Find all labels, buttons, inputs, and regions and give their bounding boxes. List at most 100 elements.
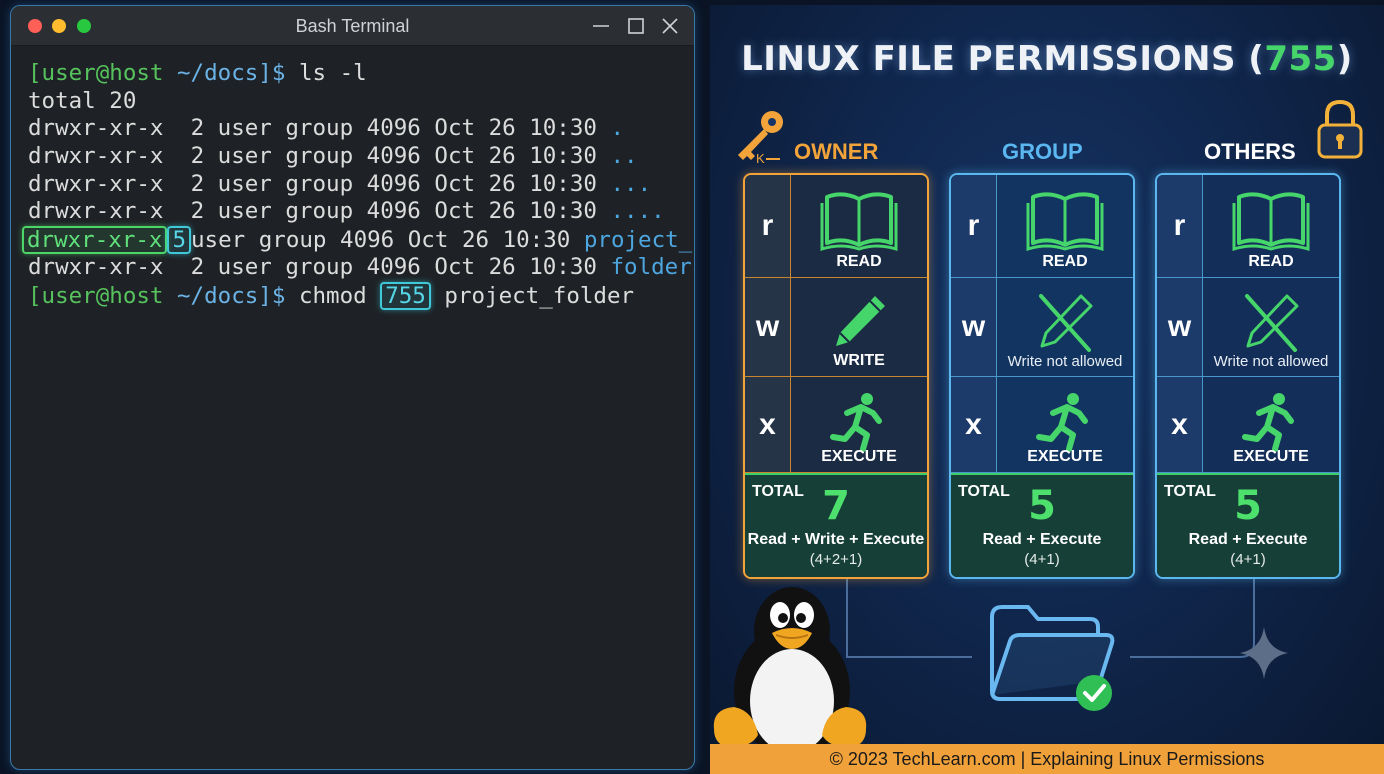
write-row: w Write not allowed [1157, 278, 1339, 377]
entry-name: project_ [583, 227, 693, 254]
title-bar: Bash Terminal [11, 6, 694, 46]
book-icon [1203, 189, 1339, 251]
listing-row: drwxr-xr-x 2 user group 4096 Oct 26 10:3… [28, 115, 690, 143]
row-details: user group 4096 Oct 26 10:30 [217, 253, 597, 280]
prompt-path: ~/docs]$ [177, 60, 286, 86]
permission-letter: w [951, 278, 997, 376]
entry-name: .. [610, 143, 638, 170]
footer-credit: © 2023 TechLearn.com | Explaining Linux … [710, 744, 1384, 774]
entry-name: . [610, 115, 625, 142]
total-sum: (4+1) [1024, 551, 1060, 568]
execute-row: x EXECUTE [1157, 377, 1339, 473]
permission-label: READ [1248, 253, 1294, 270]
title-suffix: ) [1336, 39, 1353, 79]
total-value: 7 [822, 483, 850, 529]
total-value: 5 [1234, 483, 1262, 529]
entry-name: .... [610, 198, 665, 225]
total-value: 5 [1028, 483, 1056, 529]
permission-label: WRITE [833, 352, 885, 369]
minimize-icon[interactable] [589, 14, 613, 38]
permission-letter: r [951, 175, 997, 277]
others-heading: OTHERS [1204, 139, 1296, 164]
permission-label: EXECUTE [1027, 448, 1103, 465]
total-box: TOTAL 5 Read + Execute (4+1) [1157, 473, 1339, 577]
book-icon [791, 189, 927, 251]
permission-letter: x [951, 377, 997, 472]
total-label: TOTAL [752, 483, 804, 500]
pencil-crossed-icon [1203, 292, 1339, 354]
row-details: user group 4096 Oct 26 10:30 [191, 227, 571, 254]
group-card: r READ w Write not allowed x EXECUTE TOT… [949, 173, 1135, 579]
running-person-icon [997, 391, 1133, 453]
listing-row: drwxr-xr-x 2 user group 4096 Oct 26 10:3… [28, 143, 690, 171]
minimize-dot-button[interactable] [52, 19, 66, 33]
perms: drwxr-xr-x [28, 170, 164, 197]
owner-card: r READ w WRITE x EXECUTE TOTAL 7 Read + … [743, 173, 929, 579]
link-count-highlight: 5 [167, 226, 192, 255]
listing-row: drwxr-xr-x 2 user group 4096 Oct 26 10:3… [28, 171, 690, 199]
row-details: user group 4096 Oct 26 10:30 [217, 198, 597, 225]
prompt-user: [user@host [28, 282, 164, 309]
book-icon [997, 189, 1133, 251]
total-box: TOTAL 5 Read + Execute (4+1) [951, 473, 1133, 577]
permission-label: EXECUTE [821, 448, 897, 465]
perms: drwxr-xr-x [28, 143, 164, 170]
close-dot-button[interactable] [28, 19, 42, 33]
permission-letter: r [1157, 175, 1203, 277]
title-number: 755 [1264, 39, 1337, 79]
permission-label: Write not allowed [1007, 353, 1123, 370]
read-row: r READ [745, 175, 927, 278]
mode-highlight: 755 [380, 281, 431, 310]
link-count: 2 [190, 253, 205, 280]
read-row: r READ [1157, 175, 1339, 278]
total-sum: (4+2+1) [809, 551, 863, 568]
command-text: ls -l [298, 60, 367, 86]
row-details: user group 4096 Oct 26 10:30 [217, 143, 597, 170]
zoom-dot-button[interactable] [77, 19, 91, 33]
permission-letter: r [745, 175, 791, 277]
prompt-user: [user@host [28, 60, 164, 86]
title-prefix: LINUX FILE PERMISSIONS ( [741, 39, 1265, 79]
link-count: 2 [190, 143, 205, 170]
permission-label: EXECUTE [1233, 448, 1309, 465]
link-count: 2 [190, 170, 205, 197]
key-icon: K [738, 111, 783, 166]
sparkle-icon [1240, 627, 1288, 679]
permission-label: Write not allowed [1213, 353, 1329, 370]
execute-row: x EXECUTE [745, 377, 927, 473]
key-letter: K [756, 151, 765, 166]
command-name: chmod [298, 282, 367, 309]
command-target: project_folder [444, 282, 635, 309]
group-heading: GROUP [1002, 139, 1083, 164]
row-details: user group 4096 Oct 26 10:30 [217, 170, 597, 197]
running-person-icon [1203, 391, 1339, 453]
permission-label: READ [836, 253, 882, 270]
terminal-output[interactable]: [user@host ~/docs]$ ls -l total 20 drwxr… [22, 60, 693, 765]
execute-row: x EXECUTE [951, 377, 1133, 473]
infographic-title: LINUX FILE PERMISSIONS (755) [710, 39, 1384, 79]
maximize-icon[interactable] [624, 14, 648, 38]
perms-highlight: drwxr-xr-x [22, 226, 168, 255]
entry-name: ... [610, 170, 652, 197]
perms: drwxr-xr-x [28, 253, 164, 280]
total-description: Read + Execute [1188, 531, 1308, 548]
lock-icon [1317, 99, 1363, 159]
write-row: w WRITE [745, 278, 927, 377]
close-icon[interactable] [658, 14, 682, 38]
total-sum: (4+1) [1230, 551, 1266, 568]
entry-name: folder [610, 253, 692, 280]
permission-letter: w [1157, 278, 1203, 376]
total-description: Read + Write + Execute [747, 531, 925, 548]
window-title: Bash Terminal [295, 16, 410, 36]
total-label: TOTAL [958, 483, 1010, 500]
prompt-path: ~/docs]$ [177, 282, 286, 309]
perms: drwxr-xr-x [28, 198, 164, 225]
permission-letter: w [745, 278, 791, 376]
permission-letter: x [1157, 377, 1203, 472]
listing-row: drwxr-xr-x 2 user group 4096 Oct 26 10:3… [28, 198, 690, 226]
link-count: 2 [190, 115, 205, 142]
total-line: total 20 [28, 87, 137, 114]
command-line: [user@host ~/docs]$ chmod 755 project_fo… [28, 281, 690, 310]
others-card: r READ w Write not allowed x EXECUTE TOT… [1155, 173, 1341, 579]
